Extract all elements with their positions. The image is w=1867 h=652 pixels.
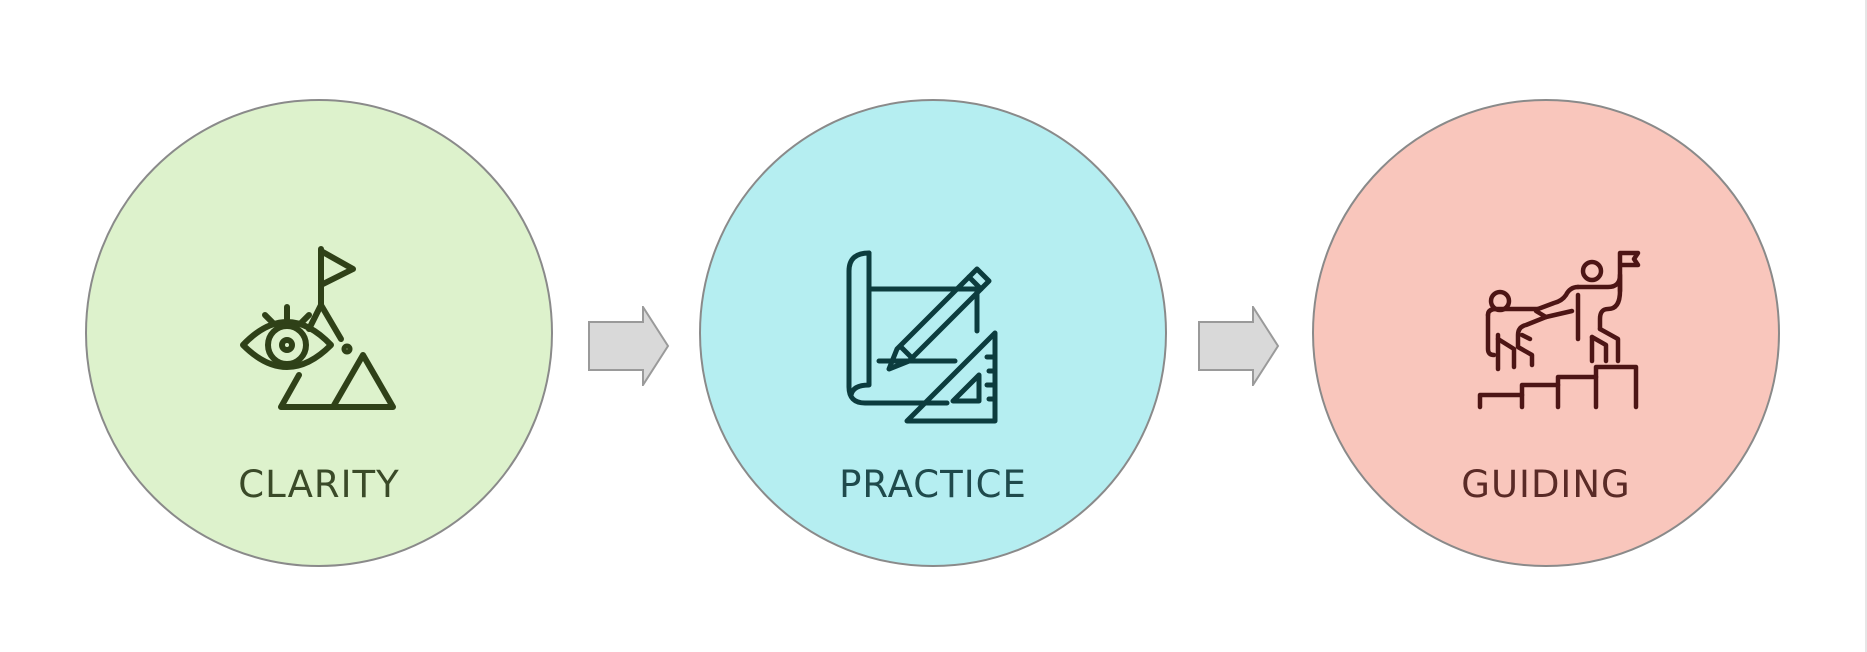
step-circle-clarity: CLARITY <box>85 99 553 567</box>
step-circle-practice: PRACTICE <box>699 99 1167 567</box>
vision-mountain-flag-icon <box>221 235 421 435</box>
arrow-right-icon <box>1198 306 1280 386</box>
step-label-clarity: CLARITY <box>238 463 400 506</box>
blueprint-pencil-ruler-icon <box>835 235 1035 435</box>
mentor-climbing-steps-icon <box>1448 235 1648 435</box>
step-label-practice: PRACTICE <box>839 463 1027 506</box>
step-label-guiding: GUIDING <box>1461 463 1631 506</box>
page-right-edge <box>1865 0 1867 652</box>
arrow-right-icon <box>588 306 670 386</box>
step-circle-guiding: GUIDING <box>1312 99 1780 567</box>
